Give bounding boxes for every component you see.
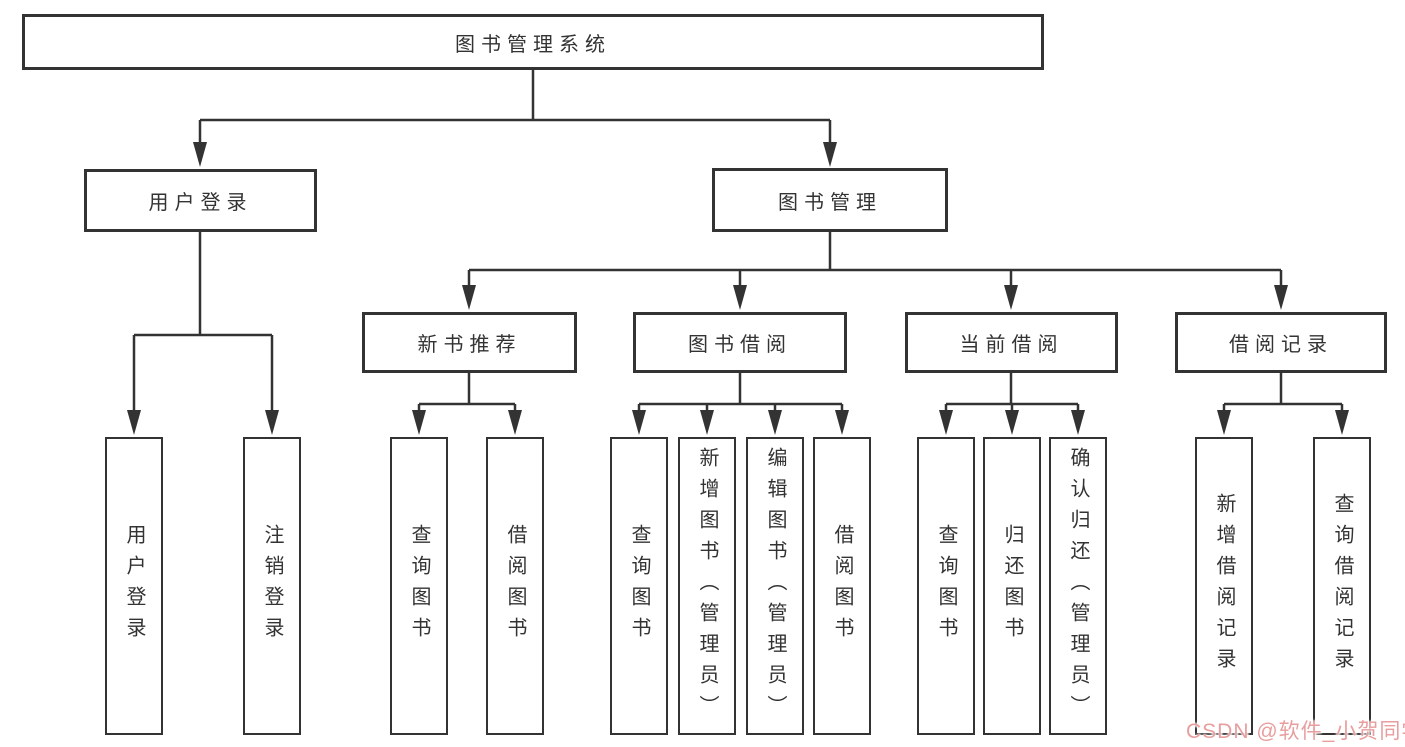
leaf-add-borrow-record: 新增借阅记录 xyxy=(1195,437,1253,735)
leaf-add-book-admin-label: 新增图书︵管理员︶ xyxy=(696,446,718,726)
leaf-return-book: 归还图书 xyxy=(983,437,1041,735)
leaf-add-borrow-record-label: 新增借阅记录 xyxy=(1213,493,1235,679)
leaf-edit-book-admin-label: 编辑图书︵管理员︶ xyxy=(764,446,786,726)
node-book-management: 图书管理 xyxy=(712,168,948,232)
leaf-query-book-current: 查询图书 xyxy=(917,437,975,735)
leaf-query-borrow-record-label: 查询借阅记录 xyxy=(1331,493,1353,679)
leaf-borrow-book-recommend-label: 借阅图书 xyxy=(504,524,526,648)
leaf-confirm-return-admin-label: 确认归还︵管理员︶ xyxy=(1067,446,1089,726)
csdn-watermark: CSDN @软件_小贺同学 xyxy=(1186,720,1405,743)
node-user-login: 用户登录 xyxy=(84,169,317,232)
node-current-borrow: 当前借阅 xyxy=(905,312,1118,373)
leaf-query-book-recommend: 查询图书 xyxy=(390,437,448,735)
leaf-borrow-book: 借阅图书 xyxy=(813,437,871,735)
node-root-library-system: 图书管理系统 xyxy=(22,14,1044,70)
leaf-add-book-admin: 新增图书︵管理员︶ xyxy=(678,437,736,735)
leaf-logout-login: 注销登录 xyxy=(243,437,301,735)
leaf-query-book-recommend-label: 查询图书 xyxy=(408,524,430,648)
node-new-book-recommend: 新书推荐 xyxy=(362,312,577,373)
leaf-query-book-current-label: 查询图书 xyxy=(935,524,957,648)
leaf-borrow-book-recommend: 借阅图书 xyxy=(486,437,544,735)
leaf-query-borrow-record: 查询借阅记录 xyxy=(1313,437,1371,735)
node-book-borrow: 图书借阅 xyxy=(633,312,847,373)
leaf-query-book-borrow: 查询图书 xyxy=(610,437,668,735)
leaf-edit-book-admin: 编辑图书︵管理员︶ xyxy=(746,437,804,735)
leaf-logout-login-label: 注销登录 xyxy=(261,524,283,648)
leaf-return-book-label: 归还图书 xyxy=(1001,524,1023,648)
leaf-user-login: 用户登录 xyxy=(105,437,163,735)
leaf-query-book-borrow-label: 查询图书 xyxy=(628,524,650,648)
leaf-borrow-book-label: 借阅图书 xyxy=(831,524,853,648)
leaf-user-login-label: 用户登录 xyxy=(123,524,145,648)
leaf-confirm-return-admin: 确认归还︵管理员︶ xyxy=(1049,437,1107,735)
node-borrow-record: 借阅记录 xyxy=(1175,312,1387,373)
